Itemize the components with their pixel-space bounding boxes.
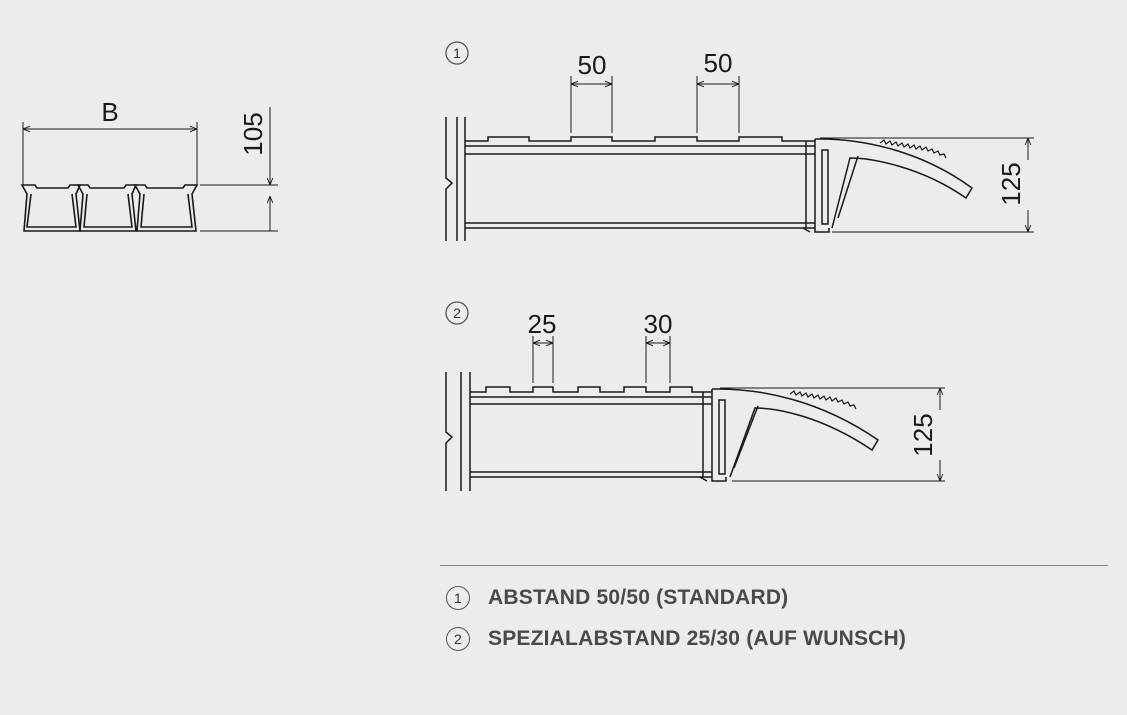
marker-circle-1 xyxy=(445,41,469,65)
marker-circle-2 xyxy=(445,301,469,325)
spacing-label-2b: 30 xyxy=(644,309,673,339)
spacing-label-1a: 50 xyxy=(578,50,607,80)
cross-section-drawing xyxy=(20,107,278,232)
marker-1-label: 1 xyxy=(453,45,461,61)
spacing-label-1b: 50 xyxy=(704,48,733,78)
legend-text-1: ABSTAND 50/50 (STANDARD) xyxy=(488,586,789,609)
legend: 1 ABSTAND 50/50 (STANDARD) 2 SPEZIALABST… xyxy=(440,565,1108,651)
marker-2-label: 2 xyxy=(453,305,461,321)
height-label-125-1: 125 xyxy=(996,162,1026,205)
legend-text-2: SPEZIALABSTAND 25/30 (AUF WUNSCH) xyxy=(488,627,907,650)
legend-marker-1: 1 xyxy=(446,586,470,610)
width-label: B xyxy=(101,97,118,127)
height-label-105: 105 xyxy=(238,112,268,155)
profile-drawing-2 xyxy=(445,336,945,491)
spacing-label-2a: 25 xyxy=(528,309,557,339)
legend-item-1: 1 ABSTAND 50/50 (STANDARD) xyxy=(446,586,788,610)
legend-item-2: 2 SPEZIALABSTAND 25/30 (AUF WUNSCH) xyxy=(446,627,906,651)
legend-marker-2: 2 xyxy=(446,627,470,651)
height-label-125-2: 125 xyxy=(908,413,938,456)
profile-drawing-1 xyxy=(445,76,1034,241)
